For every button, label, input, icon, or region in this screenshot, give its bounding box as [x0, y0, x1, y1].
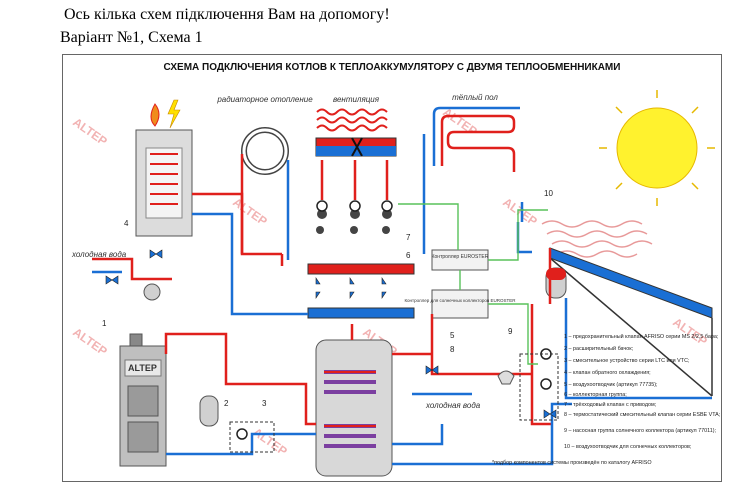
component-number: 8: [450, 345, 455, 354]
component-number: 9: [508, 327, 513, 336]
electric-boiler: [135, 99, 193, 237]
solar-pump-group-box: [519, 353, 559, 421]
legend-footnote: *подбор компонентов системы произведён п…: [492, 460, 652, 466]
legend-item: 2 – расширительный бачок;: [564, 345, 634, 352]
pumps: [236, 200, 552, 440]
legend-item: 1 – предохранительный клапан AFRISO сери…: [564, 333, 719, 340]
legend-item: 6 – коллекторная группа;: [564, 392, 627, 398]
component-number: 1: [102, 319, 107, 328]
controller-solar: Контроллер для солнечных коллекторов EUR…: [404, 289, 516, 319]
component-number: 7: [406, 233, 411, 242]
component-legend: 1 – предохранительный клапан AFRISO сери…: [492, 333, 721, 466]
ventilation-unit: вентиляция: [315, 95, 397, 157]
caption-line-1: Ось кілька схем підключення Вам на допом…: [64, 6, 390, 23]
legend-item: 7 – трёхходовый клапан с приводом;: [564, 401, 657, 408]
label-radiator: радиаторное отопление: [216, 95, 313, 104]
solid-fuel-boiler: ALTEP: [119, 333, 167, 467]
component-number: 4: [124, 219, 129, 228]
valves: [105, 249, 557, 419]
signal-wires: [398, 203, 548, 365]
lightning-icon: [167, 99, 181, 129]
heat-accumulator-tank: [315, 339, 393, 477]
component-number: 3: [262, 399, 267, 408]
shower-icon: [497, 370, 515, 385]
component-number: 6: [406, 251, 411, 260]
legend-item: 8 – термостатический смесительный клапан…: [564, 411, 721, 418]
legend-item: 9 – насосная группа солнечного коллектор…: [564, 428, 717, 434]
diagram-frame: СХЕМА ПОДКЛЮЧЕНИЯ КОТЛОВ К ТЕПЛОАККУМУЛЯ…: [62, 54, 722, 482]
controller2-label: Контроллер для солнечных коллекторов EUR…: [404, 298, 516, 303]
component-number: 10: [544, 189, 553, 198]
expansion-vessels: [143, 267, 567, 427]
radiator-heater: радиаторное отопление: [216, 95, 313, 175]
component-numbers: 1 2 3 4 5 6 7 8 9 10: [102, 189, 553, 408]
collector-manifold: [307, 209, 415, 319]
heating-scheme-diagram: СХЕМА ПОДКЛЮЧЕНИЯ КОТЛОВ К ТЕПЛОАККУМУЛЯ…: [62, 54, 722, 482]
component-number: 5: [450, 331, 455, 340]
boiler-brand-label: ALTEP: [128, 363, 157, 373]
legend-item: 10 – воздухоотводчик для солнечных колле…: [564, 444, 692, 450]
legend-item: 4 – клапан обратного охлаждения;: [564, 370, 651, 376]
component-number: 2: [224, 399, 229, 408]
label-warm-floor: тёплый пол: [452, 93, 498, 102]
controller-euroster: Контроллер EUROSTER: [431, 249, 489, 271]
label-cold-water-right: холодная вода: [425, 401, 481, 410]
flame-icon: [150, 103, 160, 127]
controller1-label: Контроллер EUROSTER: [432, 254, 489, 260]
caption-line-2: Варіант №1, Схема 1: [60, 29, 203, 46]
mixing-group-box: [229, 421, 275, 453]
label-ventilation: вентиляция: [333, 95, 380, 104]
label-cold-water-left: холодная вода: [71, 250, 127, 259]
sun-icon: [599, 90, 715, 206]
solar-collector: [541, 220, 713, 397]
warm-floor-loop: тёплый пол: [432, 93, 520, 172]
legend-item: 5 – воздухоотводчик (артикул 77735);: [564, 382, 658, 388]
diagram-title: СХЕМА ПОДКЛЮЧЕНИЯ КОТЛОВ К ТЕПЛОАККУМУЛЯ…: [164, 62, 621, 73]
legend-item: 3 – смесительное устройство серии LTC ил…: [564, 357, 690, 364]
